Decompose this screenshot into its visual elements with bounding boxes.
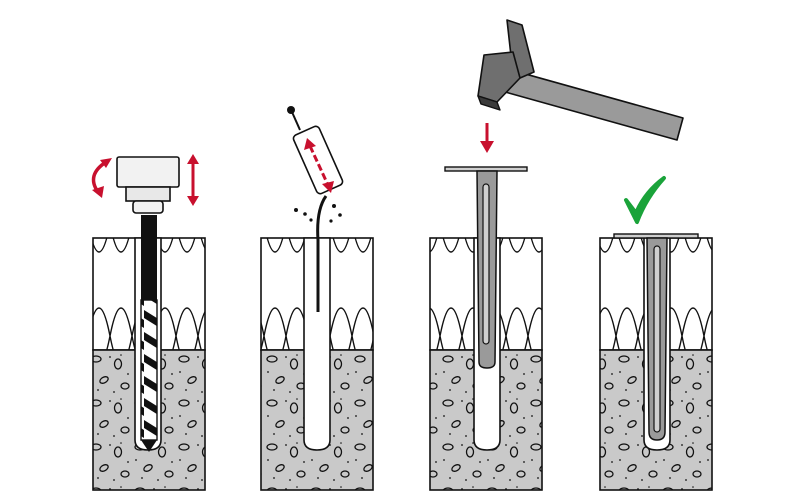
rotation-arrow-icon <box>91 158 112 198</box>
double-arrow-icon <box>304 138 334 193</box>
step-insert <box>429 19 684 491</box>
step-done <box>599 176 713 491</box>
check-mark-icon <box>624 176 666 224</box>
step-clean <box>260 106 374 491</box>
drill-chuck <box>116 156 180 214</box>
anchor-sleeve <box>476 170 498 369</box>
down-arrow-icon <box>480 123 494 153</box>
installed-anchor <box>613 233 699 441</box>
drill-bit <box>140 215 158 452</box>
step-drill <box>91 154 206 491</box>
up-down-arrow-icon <box>187 154 199 206</box>
hammer-icon <box>477 19 684 141</box>
